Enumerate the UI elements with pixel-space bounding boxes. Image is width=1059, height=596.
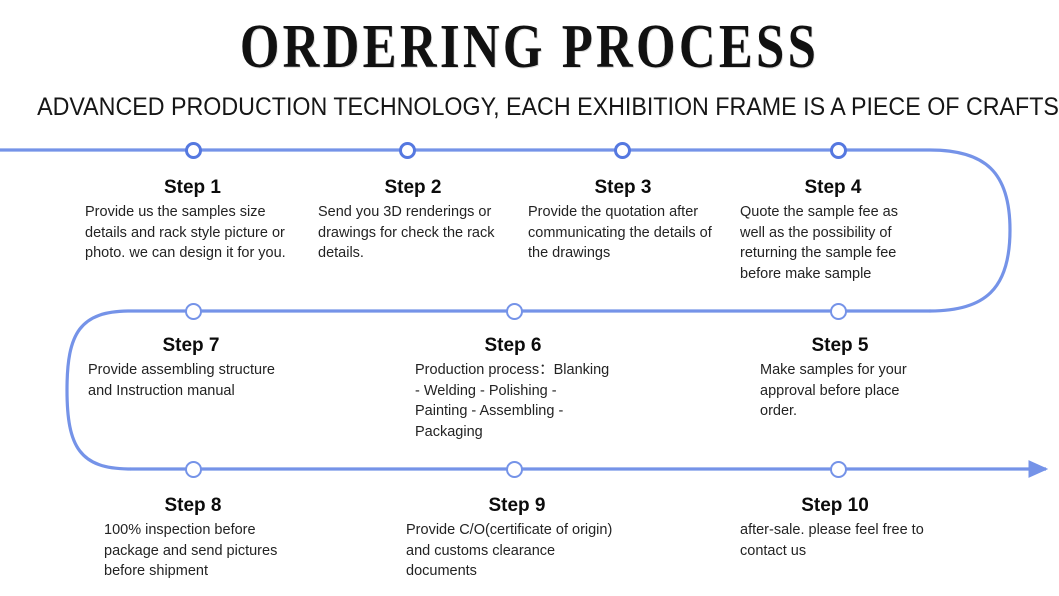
node-step-10[interactable]: [829, 460, 847, 478]
step-3-title: Step 3: [594, 177, 652, 198]
step-1-body: Provide us the samples size details and …: [85, 204, 286, 261]
step-7-title: Step 7: [162, 335, 220, 356]
node-step-9[interactable]: [505, 460, 523, 478]
step-4-body: Quote the sample fee as well as the poss…: [740, 204, 898, 282]
step-10-title: Step 10: [801, 495, 869, 516]
step-card-5[interactable]: Step 5 Make samples for your approval be…: [760, 334, 920, 422]
step-3-body: Provide the quotation after communicatin…: [528, 204, 712, 261]
step-card-1[interactable]: Step 1 Provide us the samples size detai…: [85, 176, 300, 264]
step-4-title: Step 4: [804, 177, 862, 198]
page-title: ORDERING PROCESS: [239, 13, 820, 81]
node-step-3[interactable]: [613, 141, 631, 159]
node-step-4[interactable]: [829, 141, 847, 159]
step-card-4[interactable]: Step 4 Quote the sample fee as well as t…: [740, 176, 926, 284]
step-2-title: Step 2: [384, 177, 442, 198]
node-step-5[interactable]: [829, 302, 847, 320]
step-2-body: Send you 3D renderings or drawings for c…: [318, 204, 495, 261]
step-card-10[interactable]: Step 10 after-sale. please feel free to …: [740, 494, 930, 561]
step-7-body: Provide assembling structure and Instruc…: [88, 362, 275, 399]
step-card-7[interactable]: Step 7 Provide assembling structure and …: [88, 334, 294, 401]
node-step-1[interactable]: [184, 141, 202, 159]
step-9-title: Step 9: [488, 495, 546, 516]
page-subtitle: ADVANCED PRODUCTION TECHNOLOGY, EACH EXH…: [37, 93, 1059, 121]
step-card-3[interactable]: Step 3 Provide the quotation after commu…: [528, 176, 718, 264]
step-card-6[interactable]: Step 6 Production process：Blanking - Wel…: [415, 334, 611, 442]
step-card-9[interactable]: Step 9 Provide C/O(certificate of origin…: [406, 494, 628, 582]
node-step-2[interactable]: [398, 141, 416, 159]
step-card-2[interactable]: Step 2 Send you 3D renderings or drawing…: [318, 176, 508, 264]
step-5-body: Make samples for your approval before pl…: [760, 362, 907, 419]
step-8-title: Step 8: [164, 495, 222, 516]
step-10-body: after-sale. please feel free to contact …: [740, 522, 924, 559]
step-6-title: Step 6: [484, 335, 542, 356]
step-9-body: Provide C/O(certificate of origin) and c…: [406, 522, 613, 579]
node-step-6[interactable]: [505, 302, 523, 320]
step-8-body: 100% inspection before package and send …: [104, 522, 278, 579]
step-card-8[interactable]: Step 8 100% inspection before package an…: [104, 494, 282, 582]
node-step-8[interactable]: [184, 460, 202, 478]
step-6-body: Production process：Blanking - Welding - …: [415, 362, 610, 440]
step-1-title: Step 1: [163, 177, 222, 198]
step-5-title: Step 5: [811, 335, 869, 356]
node-step-7[interactable]: [184, 302, 202, 320]
